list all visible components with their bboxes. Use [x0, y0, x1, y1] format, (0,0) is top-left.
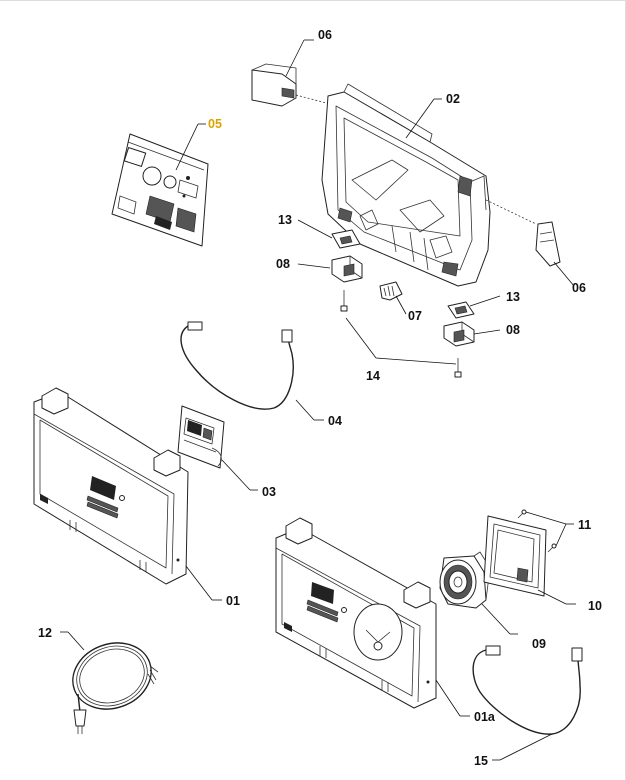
leader-05	[175, 123, 199, 171]
leader-03	[221, 459, 251, 491]
callout-06-top: 06	[318, 28, 332, 42]
part-07-connector	[379, 281, 403, 301]
part-02-housing	[321, 83, 491, 287]
callout-01: 01	[226, 594, 240, 608]
part-05-pcb	[111, 133, 209, 247]
callout-12: 12	[38, 626, 52, 640]
dash-02-to-06	[485, 199, 537, 225]
callout-08-right: 08	[506, 323, 520, 337]
leader-01a	[435, 679, 461, 717]
part-06-right-bracket	[535, 221, 561, 267]
top-border	[0, 0, 626, 1]
callout-13-left: 13	[278, 213, 292, 227]
part-14-screw-right	[454, 358, 462, 378]
leader-14-right	[375, 357, 457, 365]
leader-12	[67, 631, 85, 651]
leader-06-top	[285, 39, 305, 77]
part-08-right	[443, 321, 475, 347]
callout-08-left: 08	[276, 257, 290, 271]
part-11-screws	[517, 509, 557, 553]
leader-01	[185, 565, 213, 601]
leader-11-b	[555, 523, 567, 547]
part-08-left	[331, 255, 363, 283]
callout-01a: 01a	[474, 710, 496, 724]
leader-08-left	[297, 263, 331, 269]
leader-11-a	[525, 511, 567, 525]
leader-06-right	[553, 261, 575, 287]
part-14-screw-left	[340, 290, 348, 312]
leader-08-right	[473, 329, 501, 335]
dash-06-to-02	[295, 94, 331, 105]
leader-14-left	[345, 317, 377, 359]
part-13-left	[331, 229, 361, 249]
part-12-power-cord	[72, 642, 159, 734]
callout-05: 05	[208, 117, 222, 131]
callout-10: 10	[588, 599, 602, 613]
part-10-frame-plate	[483, 515, 547, 597]
part-01a-front-panel	[275, 517, 437, 709]
leader-09	[481, 603, 511, 635]
callout-15: 15	[474, 754, 488, 768]
part-06-top-bracket	[251, 63, 297, 107]
leader-02	[405, 98, 435, 139]
callout-04: 04	[328, 414, 342, 428]
callout-06-right: 06	[572, 281, 586, 295]
leader-04	[295, 399, 315, 421]
callout-02: 02	[446, 92, 460, 106]
callout-03: 03	[262, 485, 276, 499]
part-13-right	[447, 301, 475, 319]
part-03-display-board	[177, 405, 225, 469]
callout-11: 11	[578, 518, 591, 532]
callout-07: 07	[408, 309, 422, 323]
callout-13-right: 13	[506, 290, 520, 304]
leader-13-left	[297, 219, 333, 239]
callout-14: 14	[366, 369, 380, 383]
leader-13-right	[469, 295, 501, 307]
part-09-dial-module	[439, 551, 491, 609]
leader-07	[395, 295, 407, 315]
leader-10	[537, 589, 567, 605]
leader-15	[499, 733, 553, 761]
callout-09: 09	[532, 637, 546, 651]
part-04-cable	[180, 321, 294, 410]
part-01-front-panel	[33, 387, 189, 585]
